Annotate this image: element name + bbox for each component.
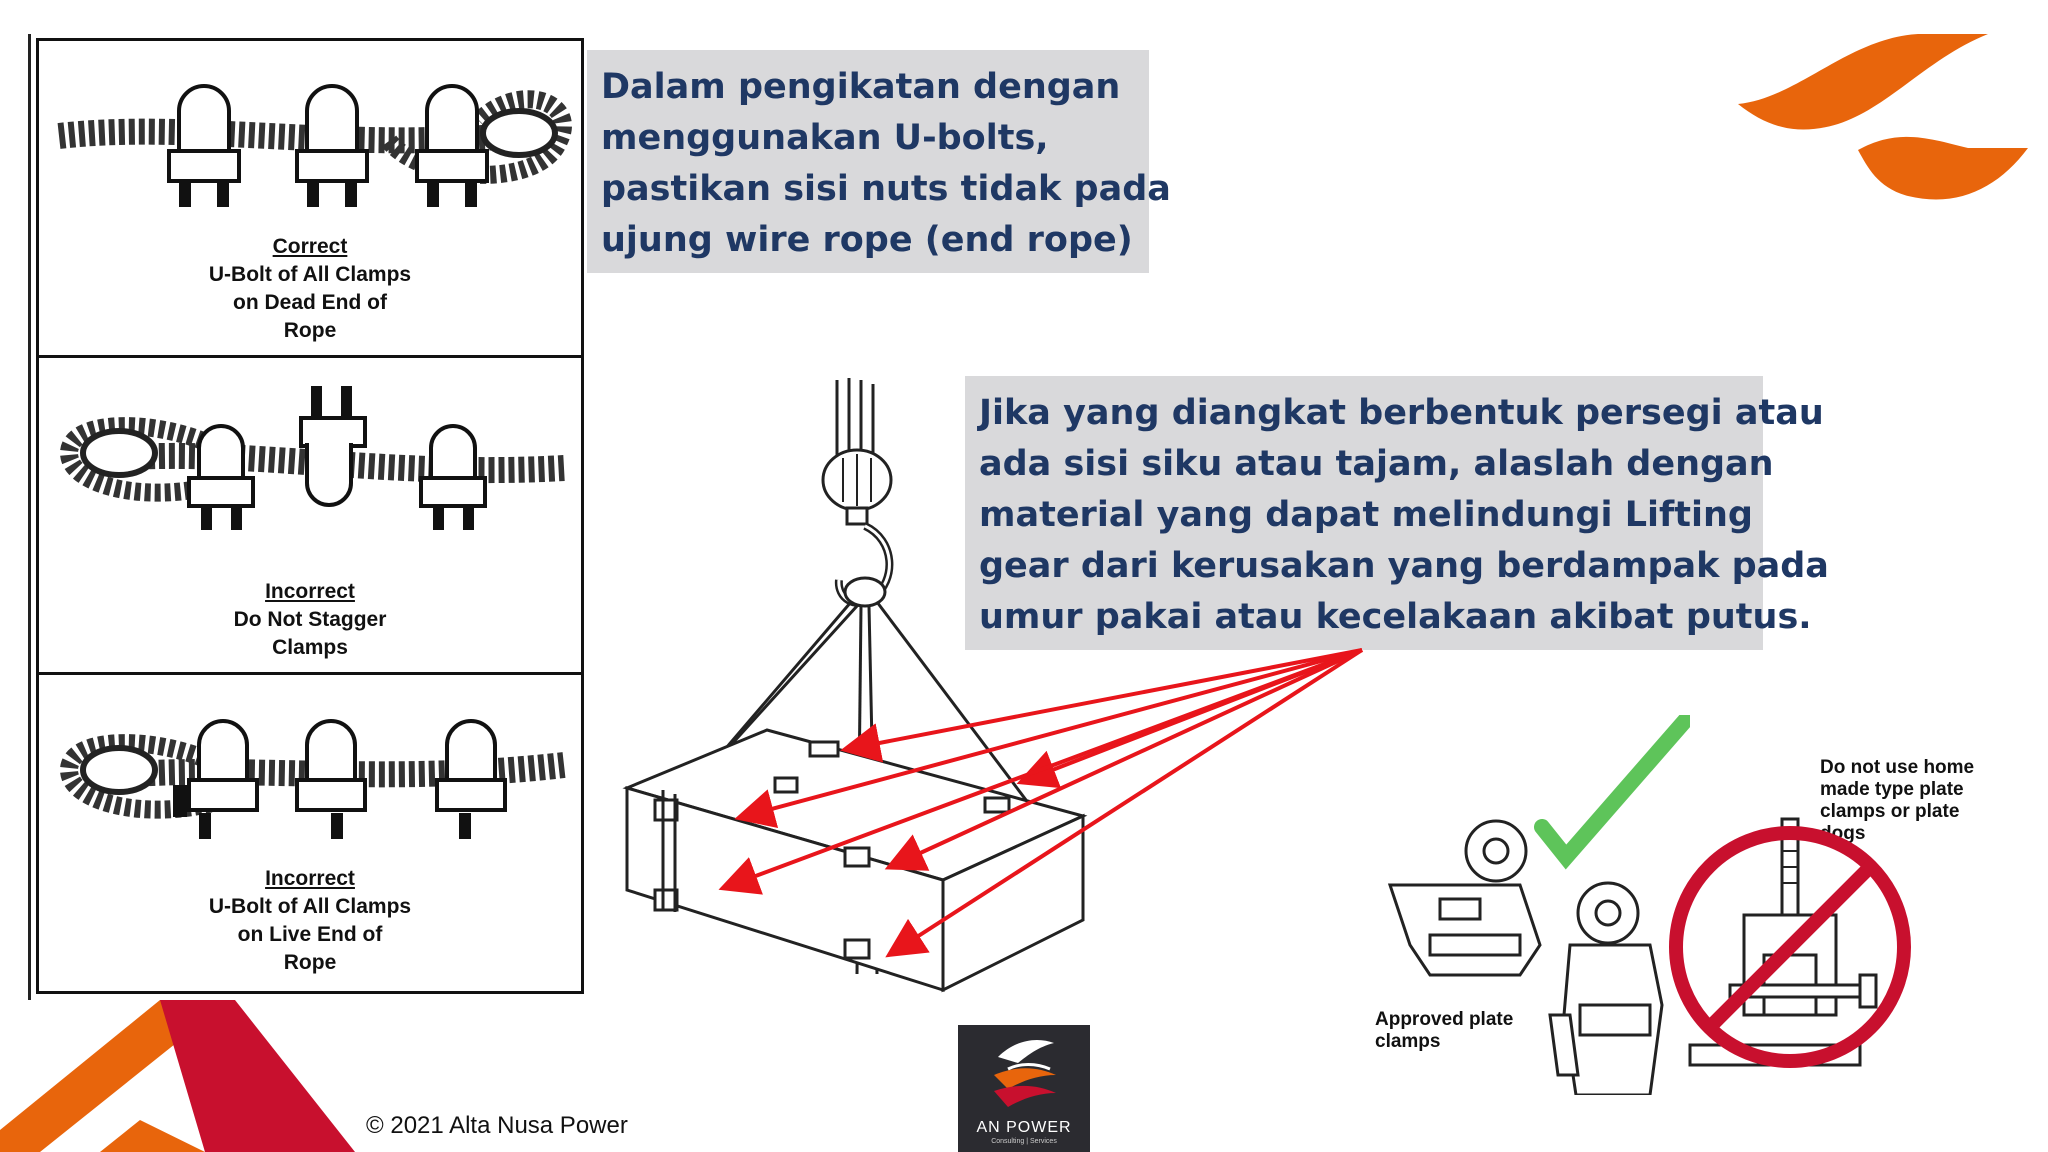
clamp-caption-title: Correct bbox=[272, 235, 348, 258]
clamp-caption-line: Rope bbox=[283, 951, 337, 974]
info-line: menggunakan U-bolts, bbox=[601, 118, 1049, 158]
left-vertical-rule bbox=[28, 34, 31, 1000]
info-line: Jika yang diangkat berbentuk persegi ata… bbox=[979, 393, 1824, 433]
clamp-caption-line: Do Not Stagger bbox=[233, 608, 387, 631]
info-line: ujung wire rope (end rope) bbox=[601, 220, 1133, 260]
info-line: ada sisi siku atau tajam, alaslah dengan bbox=[979, 444, 1774, 484]
info-line: umur pakai atau kecelakaan akibat putus. bbox=[979, 597, 1812, 637]
wire-rope-illustration bbox=[59, 386, 565, 530]
an-power-logo-icon bbox=[994, 1039, 1056, 1107]
info-line: Dalam pengikatan dengan bbox=[601, 67, 1121, 107]
clamp-panel-correct: Correct U-Bolt of All Clamps on Dead End… bbox=[36, 38, 584, 358]
clamp-caption-line: Clamps bbox=[272, 636, 348, 659]
approved-plate-clamps-label: Approved plate clamps bbox=[1375, 1009, 1514, 1052]
prohibited-sign-icon bbox=[1669, 817, 1911, 1068]
warning-line: Do not use home bbox=[1820, 757, 1975, 778]
crane-load-illustration bbox=[622, 378, 1088, 993]
wire-rope-illustration bbox=[57, 84, 572, 207]
an-power-logo: AN POWER Consulting | Services bbox=[958, 1025, 1090, 1152]
plate-clamps-illustration bbox=[1387, 715, 1690, 1095]
clamp-caption-title: Incorrect bbox=[265, 867, 355, 890]
brand-logo-icon bbox=[1738, 34, 2028, 200]
clamp-caption-line: on Live End of bbox=[237, 923, 383, 946]
info-line: material yang dapat melindungi Lifting bbox=[979, 495, 1753, 535]
an-power-logo-name: AN POWER bbox=[976, 1119, 1072, 1136]
clamp-panel-live-end: Incorrect U-Bolt of All Clamps on Live E… bbox=[36, 672, 584, 994]
clamp-caption-line: U-Bolt of All Clamps bbox=[208, 895, 412, 918]
info-line: pastikan sisi nuts tidak pada bbox=[601, 169, 1171, 209]
clamp-caption-line: on Dead End of bbox=[233, 291, 387, 314]
brand-corner-shapes bbox=[0, 1000, 355, 1152]
an-power-logo-tagline: Consulting | Services bbox=[991, 1138, 1057, 1145]
warning-line: clamps or plate bbox=[1820, 801, 1960, 822]
clamp-caption-line: Rope bbox=[283, 319, 337, 342]
check-icon bbox=[1534, 715, 1690, 870]
clamp-caption-title: Incorrect bbox=[265, 580, 355, 603]
info-line: gear dari kerusakan yang berdampak pada bbox=[979, 546, 1829, 586]
copyright-text: © 2021 Alta Nusa Power bbox=[366, 1112, 628, 1139]
warning-line: made type plate bbox=[1820, 779, 1964, 800]
clamp-panel-stagger: Incorrect Do Not Stagger Clamps bbox=[36, 355, 584, 675]
wire-rope-illustration bbox=[59, 719, 566, 839]
clamp-caption-line: U-Bolt of All Clamps bbox=[208, 263, 412, 286]
info-box-protect-edges: Jika yang diangkat berbentuk persegi ata… bbox=[965, 376, 1829, 650]
info-box-u-bolts: Dalam pengikatan dengan menggunakan U-bo… bbox=[587, 50, 1171, 273]
